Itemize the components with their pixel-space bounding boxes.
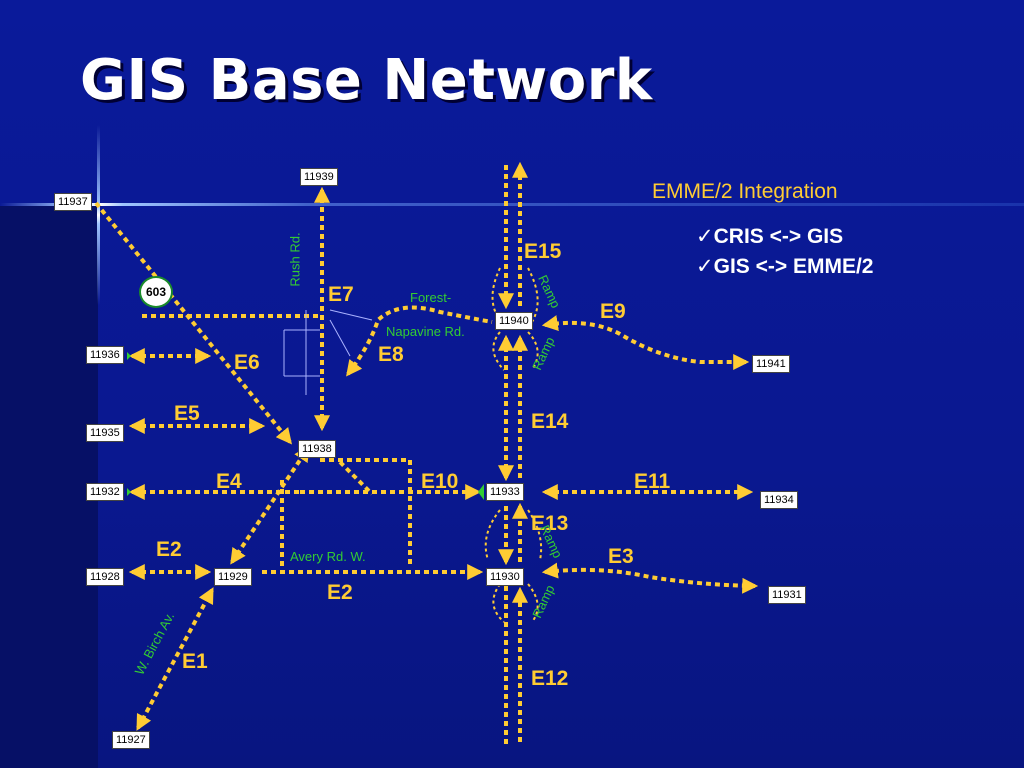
legend-item-label: CRIS <-> GIS xyxy=(713,225,844,248)
node-11937: 11937 xyxy=(54,193,92,211)
node-11938: 11938 xyxy=(298,440,336,458)
node-11931: 11931 xyxy=(768,586,806,604)
page-title: GIS Base Network xyxy=(80,48,653,113)
edge-label-e15: E15 xyxy=(524,240,562,263)
edge-label-e6: E6 xyxy=(234,351,260,374)
edge-label-e8: E8 xyxy=(378,343,404,366)
edge-label-e13: E13 xyxy=(531,512,569,535)
check-icon: ✓ xyxy=(696,225,714,248)
node-11935: 11935 xyxy=(86,424,124,442)
edge-label-e5: E5 xyxy=(174,402,200,425)
node-11933: 11933 xyxy=(486,483,524,501)
map-line xyxy=(283,309,373,395)
link-e8 xyxy=(346,305,493,377)
edge-label-e10: E10 xyxy=(421,470,459,493)
link-e2-diag xyxy=(230,445,310,565)
route-shield: 603 xyxy=(139,276,173,308)
edge-label-e12: E12 xyxy=(531,667,569,690)
lens-flare-vertical xyxy=(97,125,100,305)
edge-label-e11: E11 xyxy=(634,470,671,493)
legend-item-label: GIS <-> EMME/2 xyxy=(713,255,874,278)
node-11941: 11941 xyxy=(752,355,790,373)
node-11939: 11939 xyxy=(300,168,338,186)
node-11936: 11936 xyxy=(86,346,124,364)
node-11940: 11940 xyxy=(495,312,533,330)
node-11929: 11929 xyxy=(214,568,252,586)
edge-label-e1: E1 xyxy=(182,650,208,673)
legend-item-emme: ✓GIS <-> EMME/2 xyxy=(696,254,874,279)
lens-flare-horizontal xyxy=(0,203,1024,206)
node-11927: 11927 xyxy=(112,731,150,749)
edge-label-e14: E14 xyxy=(531,410,569,433)
link-loop xyxy=(280,458,412,568)
ramp-ne2 xyxy=(484,509,543,561)
legend-item-cris: ✓CRIS <-> GIS xyxy=(696,224,843,249)
link-e1 xyxy=(136,587,214,731)
edge-label-e4: E4 xyxy=(216,470,242,493)
left-panel xyxy=(0,206,98,768)
edge-label-e9: E9 xyxy=(600,300,626,323)
link-e3 xyxy=(541,562,759,594)
link-diagonal xyxy=(94,201,293,445)
edge-label-e3: E3 xyxy=(608,545,634,568)
check-icon: ✓ xyxy=(696,255,714,278)
green-arrow xyxy=(127,352,131,360)
edge-label-e7: E7 xyxy=(328,283,354,306)
edge-label-e2-east: E2 xyxy=(327,581,353,604)
road-label-napavine: Napavine Rd. xyxy=(386,324,465,339)
node-11934: 11934 xyxy=(760,491,798,509)
road-label-avery: Avery Rd. W. xyxy=(290,549,366,564)
road-label-forest: Forest- xyxy=(410,290,452,305)
node-11928: 11928 xyxy=(86,568,124,586)
ramp-se xyxy=(492,331,539,371)
node-11930: 11930 xyxy=(486,568,524,586)
green-arrow xyxy=(127,488,131,496)
road-label-rush: Rush Rd. xyxy=(287,232,303,287)
legend-heading: EMME/2 Integration xyxy=(652,180,838,203)
ramp-se2 xyxy=(492,583,539,623)
link-e9 xyxy=(541,315,750,370)
green-arrow xyxy=(478,484,484,500)
edge-label-e2-west: E2 xyxy=(156,538,182,561)
node-11932: 11932 xyxy=(86,483,124,501)
